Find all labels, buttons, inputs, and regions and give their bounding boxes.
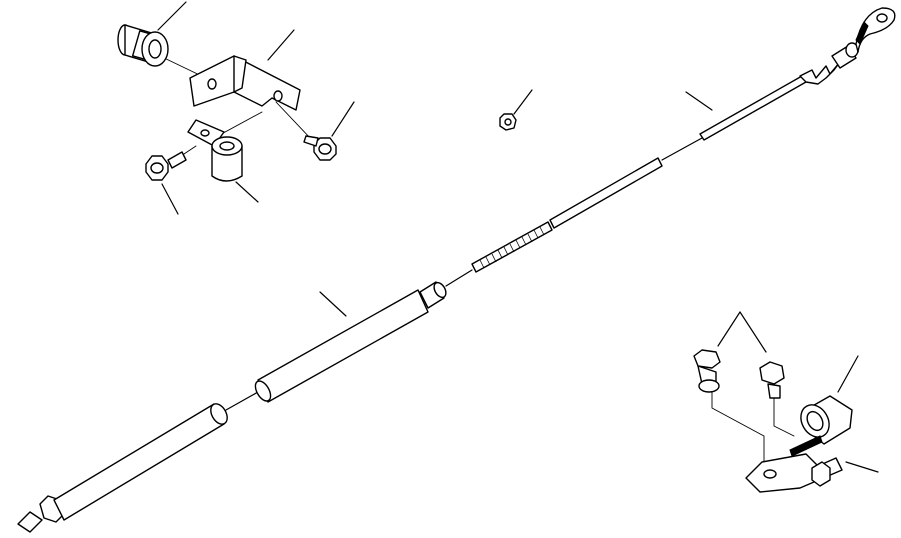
leader-nut xyxy=(513,89,533,115)
leader-bolt-pair-b xyxy=(739,311,767,353)
clamp-plate xyxy=(745,453,843,493)
leader-bracket xyxy=(267,29,295,61)
leader-clamp-plate xyxy=(845,461,879,473)
mounting-bracket xyxy=(189,55,301,111)
bolt-right-lower xyxy=(759,361,785,399)
cable-wire-sleeve xyxy=(699,75,807,141)
cable-end-hook xyxy=(799,7,896,85)
lock-nut xyxy=(499,113,517,131)
leader-bolt-left xyxy=(161,183,179,215)
leader-clamp-lower xyxy=(837,355,859,393)
control-cable xyxy=(17,75,807,533)
flange-bolt-left xyxy=(145,151,187,181)
cable-clamp-upper xyxy=(187,119,243,182)
leader-cable-end xyxy=(685,91,713,111)
cable-threaded-end xyxy=(17,511,43,533)
axis-lower-bolt-b xyxy=(773,395,795,437)
cable-threaded-rod xyxy=(471,221,553,273)
cable-conduit-2 xyxy=(257,289,429,403)
leader-bushing xyxy=(157,1,187,31)
leader-cable xyxy=(319,291,347,317)
flange-bolt-right xyxy=(303,135,337,161)
cable-clamp-lower xyxy=(789,395,853,457)
cable-bushing xyxy=(117,24,169,67)
leader-bolt-pair-a xyxy=(717,311,741,347)
bolt-left-lower xyxy=(693,349,721,393)
callout-leaders xyxy=(157,1,879,473)
cable-inner-sleeve xyxy=(549,157,663,229)
cable-conduit-1 xyxy=(53,403,225,521)
axis-lower-bolt xyxy=(711,391,765,467)
leader-bolt-right xyxy=(331,101,355,137)
axis-bracket-bolt xyxy=(275,101,313,141)
leader-clamp-upper xyxy=(235,181,259,203)
thread-marks xyxy=(479,226,545,269)
